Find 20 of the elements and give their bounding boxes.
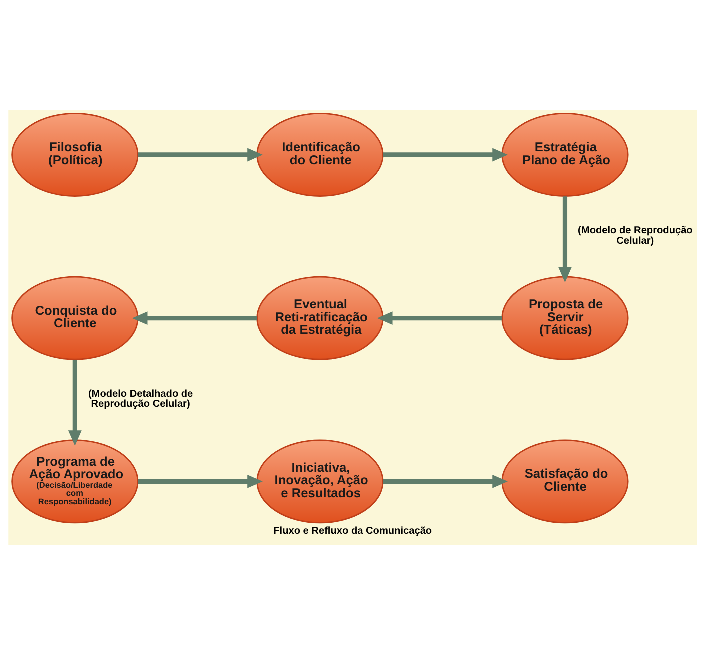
- node-ellipse: Identificação do Cliente: [256, 112, 384, 197]
- arrow: [132, 312, 258, 326]
- node-ellipse: Conquista do Cliente: [12, 276, 139, 360]
- node-ellipse: Iniciativa, Inovação, Ação e Resultados: [256, 440, 384, 524]
- caption: Fluxo e Refluxo da Comunicação: [274, 526, 432, 537]
- node-ellipse: Filosofia (Política): [12, 112, 139, 197]
- arrow: [383, 474, 508, 488]
- edge-label: (Modelo Detalhado de Reprodução Celular): [88, 389, 194, 410]
- arrow: [68, 360, 82, 446]
- node-ellipse: Eventual Reti-ratificação da Estratégia: [256, 276, 384, 360]
- arrow: [383, 148, 508, 162]
- node-ellipse: Programa de Ação Aprovado (Decisão/Liberdade com Responsabilidade): [12, 440, 139, 524]
- arrow: [138, 148, 263, 162]
- arrow: [558, 196, 572, 283]
- edge-label: (Modelo de Reprodução Celular): [578, 226, 693, 247]
- node-ellipse: Satisfação do Cliente: [502, 440, 629, 524]
- node-ellipse: Proposta de Servir (Táticas): [502, 276, 629, 360]
- arrow: [138, 474, 263, 488]
- arrow: [377, 312, 502, 326]
- node-ellipse: Estratégia Plano de Ação: [502, 112, 629, 197]
